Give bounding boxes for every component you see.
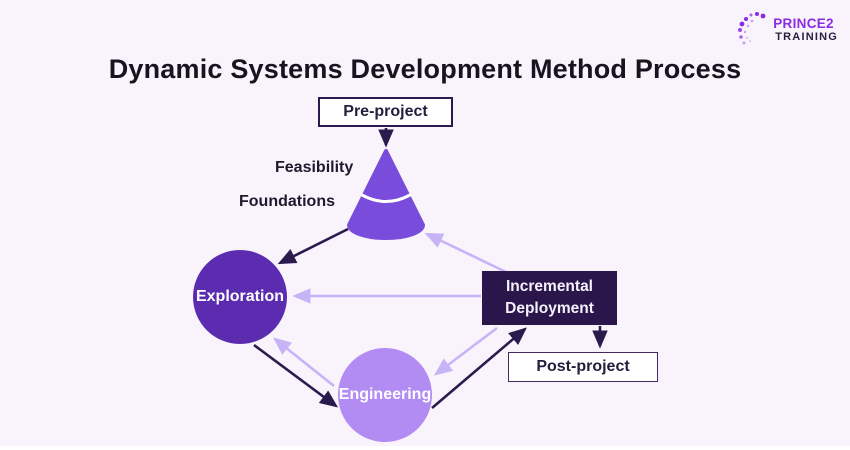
cone-shape: [347, 149, 425, 240]
arrow-deployment-to-cone: [424, 232, 507, 274]
page-title: Dynamic Systems Development Method Proce…: [108, 54, 742, 84]
exploration-node: Exploration: [193, 250, 287, 344]
cone-divider-line: [360, 193, 412, 203]
arrow-engineering-to-exploration: [272, 337, 335, 388]
bottom-edge-strip: [0, 446, 850, 450]
logo-dots-icon: [738, 12, 766, 45]
pre-project-node: Pre-project: [318, 97, 453, 127]
arrow-exploration-to-engineering: [253, 343, 339, 408]
logo-brand-name: PRINCE2: [773, 15, 834, 31]
incremental-deployment-label-line1: Incremental: [505, 277, 593, 295]
arrow-deployment-to-engineering: [433, 326, 498, 376]
arrow-cone-to-exploration: [277, 227, 349, 265]
pre-project-label: Pre-project: [343, 103, 428, 120]
engineering-node: Engineering: [338, 348, 432, 442]
prince2-training-logo: PRINCE2 TRAINING: [737, 10, 838, 50]
post-project-label: Post-project: [536, 358, 630, 375]
incremental-deployment-node: Incremental Deployment: [482, 271, 617, 325]
post-project-node: Post-project: [508, 352, 658, 382]
feasibility-label: Feasibility: [275, 159, 354, 176]
engineering-label: Engineering: [338, 386, 432, 403]
exploration-label: Exploration: [195, 288, 284, 305]
incremental-deployment-label-line2: Deployment: [505, 300, 594, 317]
logo-brand-subtitle: TRAINING: [775, 31, 838, 44]
foundations-label: Foundations: [239, 193, 335, 210]
arrow-engineering-to-deployment: [431, 327, 527, 409]
